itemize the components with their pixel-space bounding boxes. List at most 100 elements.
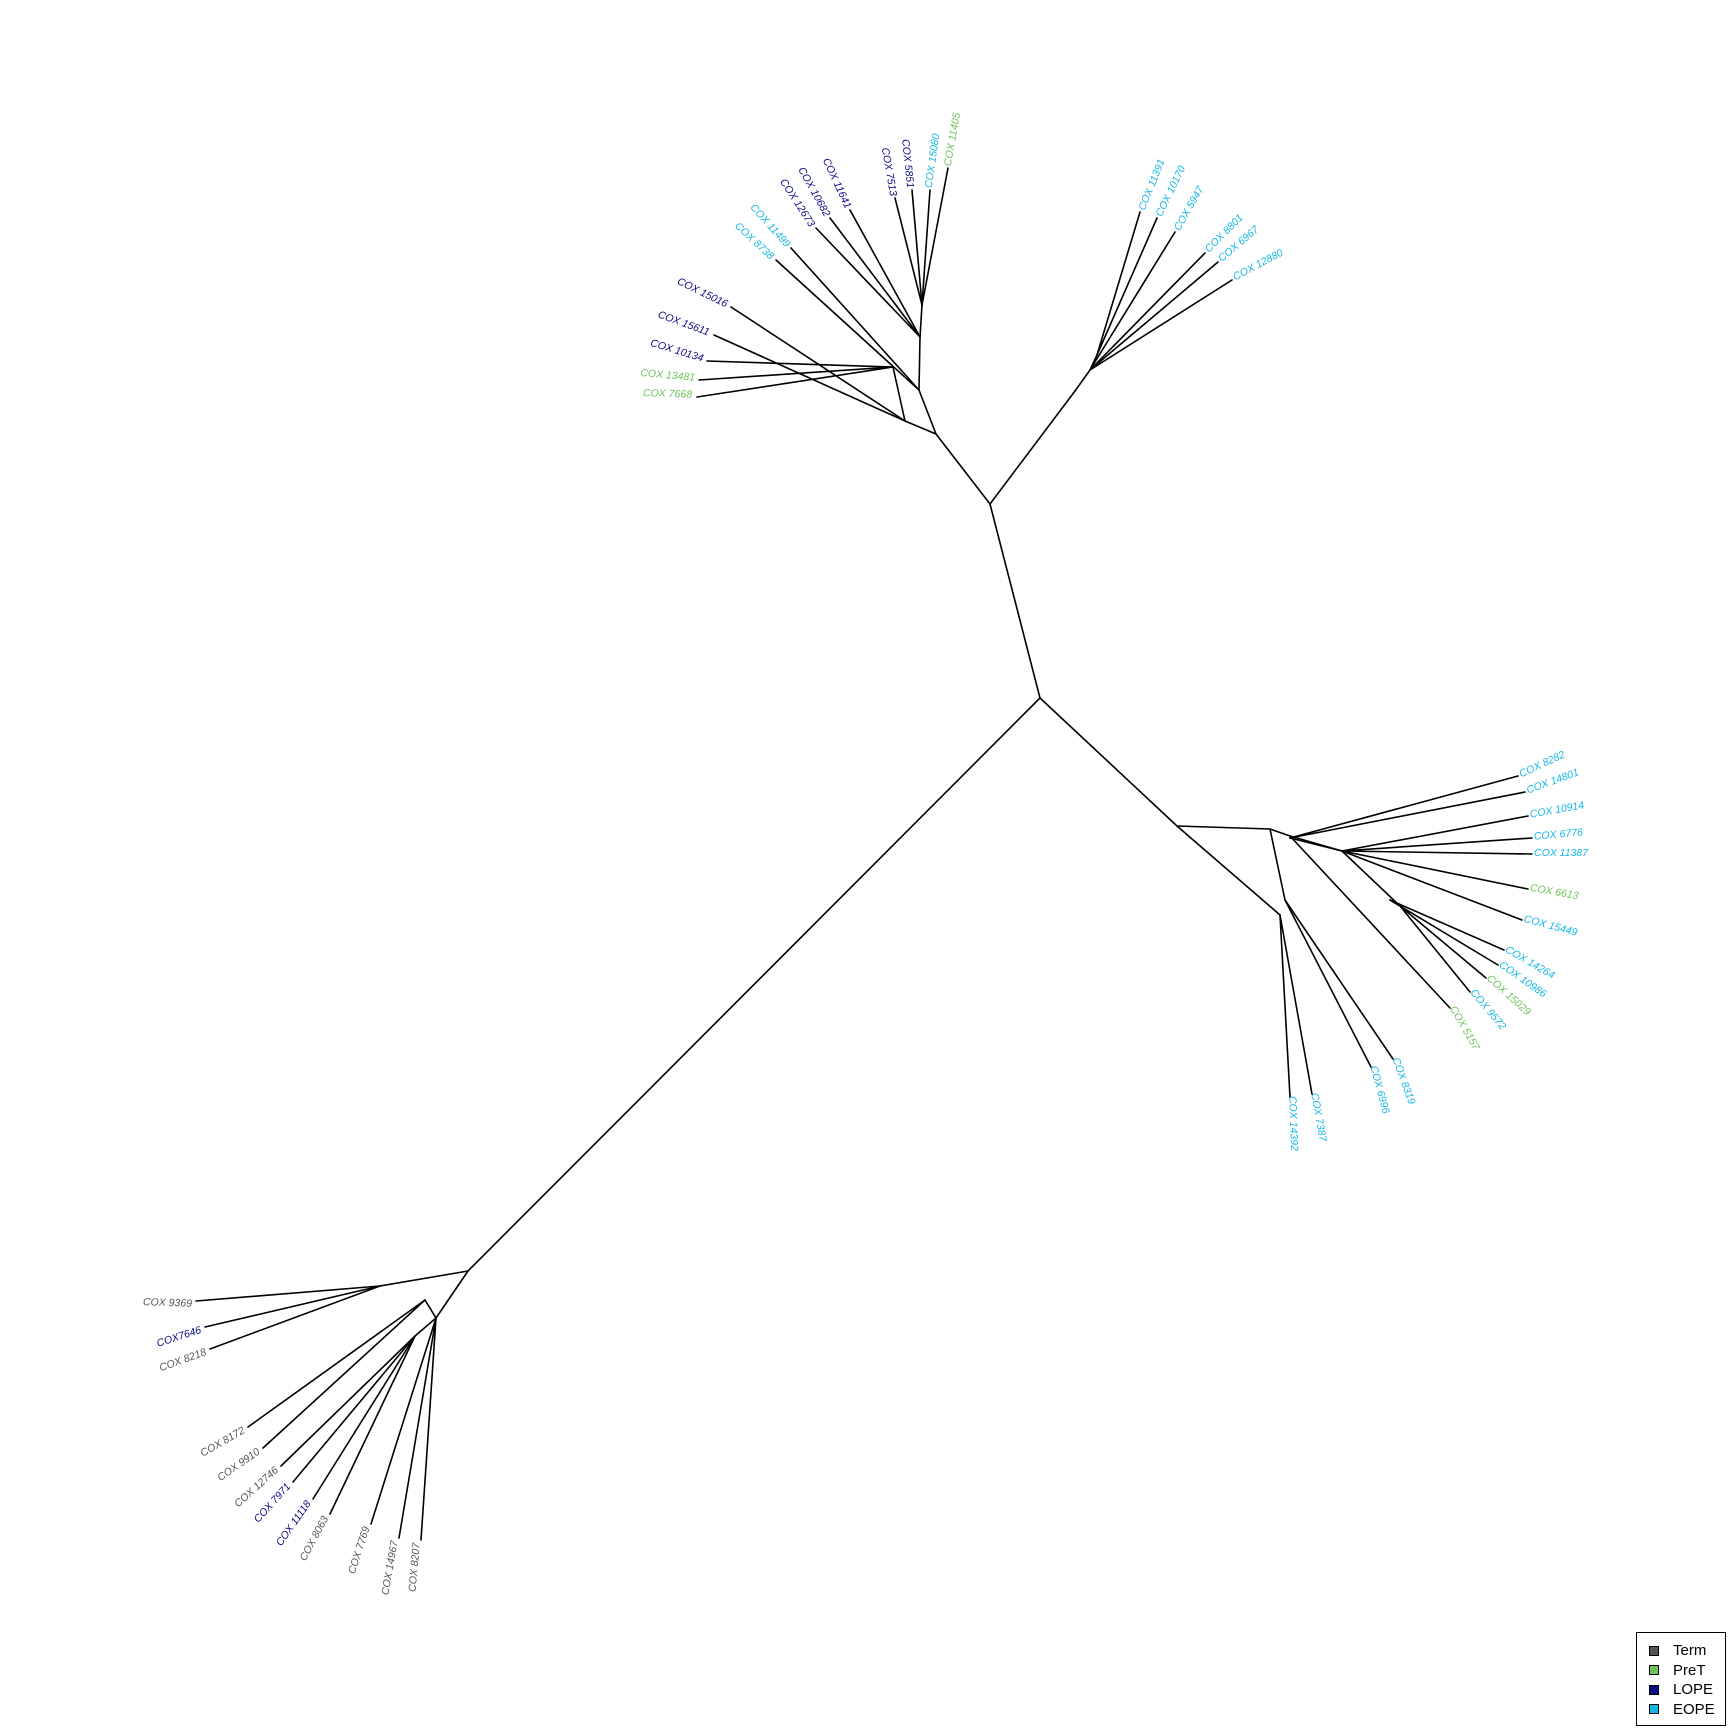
tip-branch xyxy=(1284,899,1372,1068)
tip-label: COX 14392 xyxy=(1286,1096,1300,1151)
tip-branch xyxy=(1389,899,1499,966)
tip-branch xyxy=(829,217,921,338)
tree-branch xyxy=(379,1270,469,1287)
tip-label: COX 12880 xyxy=(1231,247,1285,283)
tip-branch xyxy=(1279,914,1313,1095)
tip-branch xyxy=(894,197,923,306)
legend-swatch-term xyxy=(1649,1645,1659,1656)
legend-item-pret: PreT xyxy=(1649,1661,1725,1681)
tree-branch xyxy=(935,433,991,505)
tip-branch xyxy=(696,366,894,398)
tip-branch xyxy=(1096,211,1141,356)
tip-label: COX 15016 xyxy=(675,275,730,310)
tip-label: COX 8319 xyxy=(1390,1056,1418,1106)
tree-branch xyxy=(919,304,923,338)
tree-branch xyxy=(435,1270,469,1319)
tip-label: COX 8172 xyxy=(198,1425,247,1460)
tip-branch xyxy=(329,1335,416,1515)
tip-branch xyxy=(1341,850,1523,921)
tip-branch xyxy=(1341,850,1529,890)
tip-branch xyxy=(921,167,949,306)
tip-label: COX 8218 xyxy=(158,1346,208,1374)
tip-label: COX 9369 xyxy=(143,1296,193,1310)
tip-branch xyxy=(815,227,921,338)
tree-branch xyxy=(1176,825,1271,830)
tip-label: COX 5157 xyxy=(1447,1004,1482,1053)
tip-branch xyxy=(1341,837,1533,852)
tip-label: COX 8063 xyxy=(297,1514,331,1563)
tip-branch xyxy=(370,1317,437,1525)
tip-branch xyxy=(1096,217,1158,356)
legend-item-term: Term xyxy=(1649,1641,1725,1661)
tree-branch xyxy=(918,336,921,391)
legend-label-term: Term xyxy=(1673,1642,1707,1660)
tip-branch xyxy=(775,259,920,391)
tip-branch xyxy=(1399,905,1487,979)
tip-branch xyxy=(1089,279,1233,371)
tip-branch xyxy=(280,1335,416,1467)
tip-label: COX 15080 xyxy=(923,133,943,189)
tree-branch xyxy=(918,389,937,435)
tip-branch xyxy=(790,247,920,391)
tip-label: COX 11387 xyxy=(1534,847,1589,859)
tip-branch xyxy=(921,189,931,306)
legend-swatch-eope xyxy=(1649,1704,1659,1715)
tip-branch xyxy=(1089,252,1206,371)
legend-swatch-lope xyxy=(1649,1684,1659,1695)
tip-branch xyxy=(398,1317,437,1539)
tip-label: COX 7769 xyxy=(346,1525,373,1575)
tip-branch xyxy=(849,209,921,338)
tip-label: COX 14967 xyxy=(379,1539,401,1596)
tree-branch xyxy=(1074,369,1091,392)
tip-branch xyxy=(209,1285,381,1350)
tip-branch xyxy=(698,366,894,381)
tip-branch xyxy=(262,1299,426,1449)
tip-branch xyxy=(713,334,906,422)
tip-branch xyxy=(706,360,894,368)
legend-item-lope: LOPE xyxy=(1649,1680,1725,1700)
tip-branch xyxy=(1284,899,1394,1060)
tip-label: COX 11405 xyxy=(942,111,963,167)
legend-label-eope: EOPE xyxy=(1673,1700,1715,1718)
tip-branch xyxy=(292,1335,416,1483)
tip-label: COX 7387 xyxy=(1308,1092,1329,1144)
tree-branch xyxy=(904,420,937,435)
tree-branch xyxy=(1176,825,1281,916)
tip-label: COX 9910 xyxy=(215,1446,262,1484)
tip-branch xyxy=(1399,905,1471,993)
tree-branch xyxy=(414,1317,437,1337)
legend: Term PreT LOPE EOPE xyxy=(1636,1632,1726,1726)
tree-branch xyxy=(892,366,906,422)
legend-label-pret: PreT xyxy=(1673,1661,1706,1679)
tip-branch xyxy=(1341,850,1533,855)
legend-swatch-pret xyxy=(1649,1665,1659,1676)
tip-label: COX 6776 xyxy=(1533,827,1583,843)
tree-branch xyxy=(1039,697,1178,827)
tip-label: COX7646 xyxy=(155,1324,203,1350)
tip-label: COX 7513 xyxy=(879,147,899,198)
tip-label: COX 15449 xyxy=(1523,913,1579,939)
tip-label: COX 10914 xyxy=(1529,799,1585,820)
tip-label: COX 15611 xyxy=(656,309,711,339)
tip-label: COX 8207 xyxy=(407,1541,423,1592)
tip-branch xyxy=(911,189,923,306)
tip-label: COX 10134 xyxy=(649,337,705,365)
tip-label: COX 6996 xyxy=(1367,1064,1391,1115)
tree-branch xyxy=(989,390,1076,505)
tree-branch xyxy=(1269,828,1286,901)
legend-item-eope: EOPE xyxy=(1649,1700,1725,1720)
tip-branch xyxy=(204,1285,381,1328)
tip-branch xyxy=(1341,815,1529,852)
tip-label: COX 5851 xyxy=(899,139,916,189)
tree-branch xyxy=(467,697,1041,1272)
tip-branch xyxy=(420,1317,437,1541)
tip-branch xyxy=(1289,835,1451,1009)
tip-branch xyxy=(312,1335,416,1500)
tip-branch xyxy=(1389,899,1505,951)
tip-branch xyxy=(1089,261,1219,371)
tip-label: COX 6613 xyxy=(1529,882,1580,902)
tree-branch xyxy=(1289,837,1343,852)
tip-branch xyxy=(1279,914,1291,1098)
